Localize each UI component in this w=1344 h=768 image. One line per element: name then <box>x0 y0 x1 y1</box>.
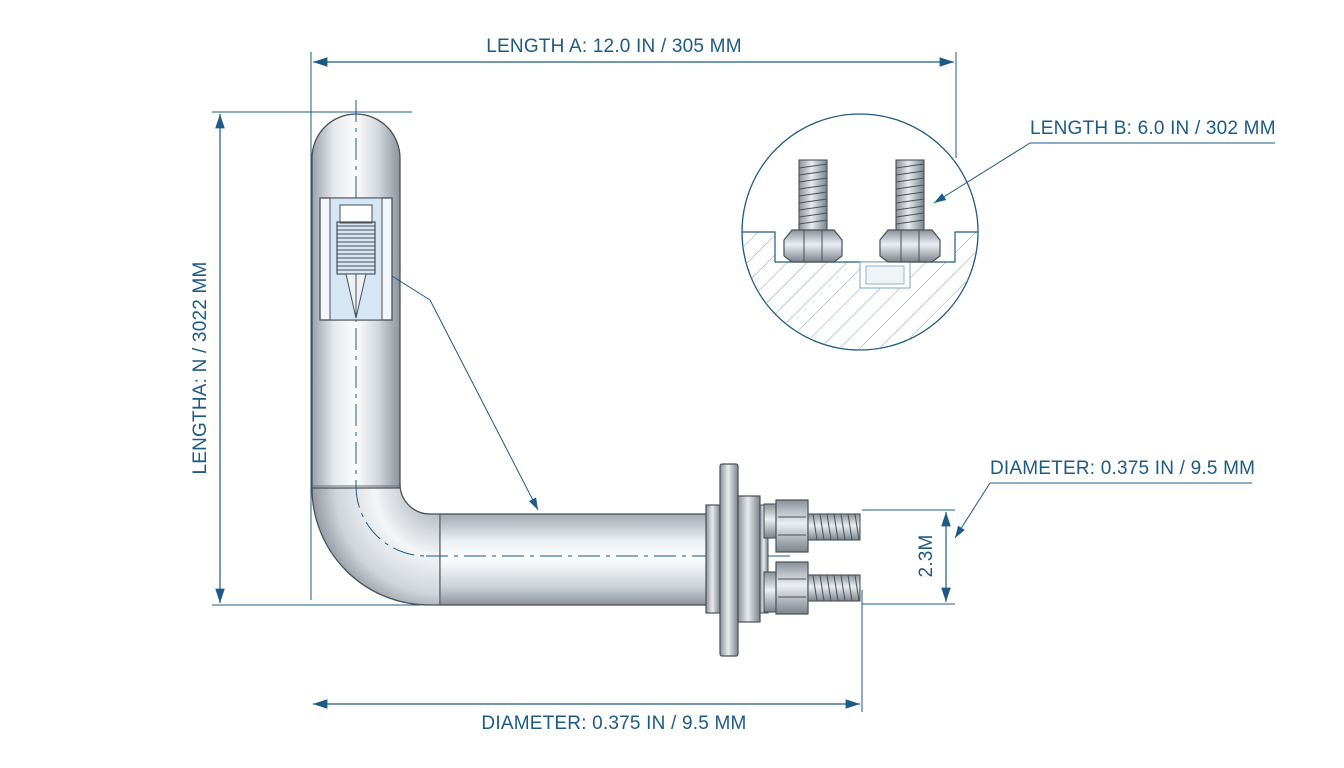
cutaway-window <box>319 197 393 321</box>
callout-length-b: LENGTH B: 6.0 IN / 302 MM <box>933 118 1276 204</box>
diameter-bottom-label: DIAMETER: 0.375 IN / 9.5 MM <box>481 713 746 734</box>
terminal-lower <box>763 561 861 615</box>
detail-view <box>741 113 979 351</box>
flange-assembly <box>705 463 861 657</box>
detail-bolt-left <box>783 159 843 263</box>
callout-diameter-right: DIAMETER: 0.375 IN / 9.5 MM <box>954 458 1255 539</box>
terminal-upper <box>763 499 861 553</box>
dimension-length-a: LENGTH A: 12.0 IN / 305 MM <box>310 36 957 600</box>
diameter-right-label: DIAMETER: 0.375 IN / 9.5 MM <box>990 458 1255 479</box>
length-b-label: LENGTH B: 6.0 IN / 302 MM <box>1030 118 1276 139</box>
dimension-diameter-bottom: DIAMETER: 0.375 IN / 9.5 MM <box>313 590 863 734</box>
vertical-length-label: LENGTHA: N / 3022 MM <box>190 261 211 474</box>
length-a-label: LENGTH A: 12.0 IN / 305 MM <box>486 36 741 57</box>
terminal-spacing-label: 2.3M <box>916 534 937 577</box>
heater-tube <box>300 100 790 606</box>
dimension-terminal-spacing: 2.3M <box>862 509 955 605</box>
detail-bolt-right <box>879 159 941 263</box>
